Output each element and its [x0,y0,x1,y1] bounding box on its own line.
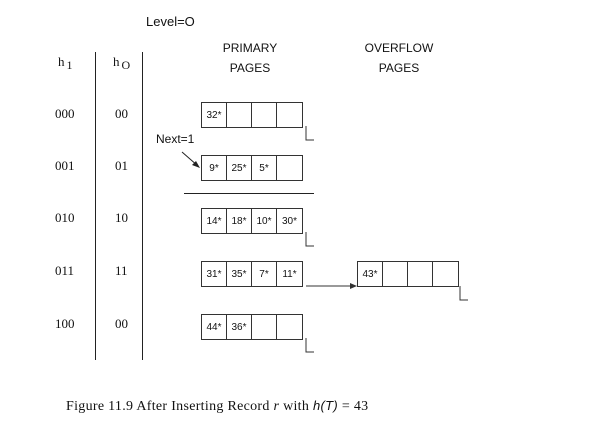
h0-value: 00 [115,106,128,121]
h0-divider-line [142,52,143,360]
h1-value: 011 [55,263,75,278]
bucket-slot: 14* [202,209,227,233]
h1-value: 001 [55,158,75,173]
bucket-slot: 31* [202,262,227,286]
h0-value: 01 [115,158,128,173]
bucket-slot [277,103,302,127]
bucket-slot: 44* [202,315,227,339]
bucket-slot: 18* [227,209,252,233]
bucket-slot [408,262,433,286]
primary-bucket-010: 14* 18* 10* 30* [201,208,303,234]
bucket-slot: 32* [202,103,227,127]
primary-bucket-001: 9* 25* 5* [201,155,303,181]
primary-bucket-000: 32* [201,102,303,128]
figure-caption: Figure 11.9 After Inserting Record r wit… [66,398,369,414]
next-pointer-arrow-icon [181,151,200,168]
primary-pages-header: PRIMARY PAGES [222,41,278,75]
bucket-slot: 11* [282,268,297,280]
next-pointer-label: Next=1 [156,132,195,146]
bucket-slot [252,315,277,339]
h1-divider-line [95,52,96,360]
bucket-slot: 30* [281,215,297,227]
bucket-slot: 5* [252,156,277,180]
primary-bucket-011: 31* 35* 7* 11* [201,261,303,287]
h1-value: 010 [55,210,75,225]
bucket-slot [252,103,277,127]
h0-value: 11 [115,263,128,278]
h1-value: 100 [55,316,75,331]
bucket-slot [277,315,302,339]
bucket-slot [227,103,252,127]
bucket-slot: 35* [227,262,252,286]
bucket-slot: 43* [358,262,383,286]
bucket-slot: 36* [227,315,252,339]
h1-value: 000 [55,106,75,121]
level-label: Level=O [146,14,195,29]
overflow-bucket-011: 43* [357,261,459,287]
bucket-slot: 10* [252,209,277,233]
overflow-link-arrow-icon [306,283,468,301]
primary-bucket-100: 44* 36* [201,314,303,340]
bucket-slot: 7* [252,262,277,286]
h0-value: 10 [115,210,128,225]
split-boundary-line [184,193,314,194]
overflow-pages-header: OVERFLOW PAGES [364,41,434,75]
bucket-slot: 9* [202,156,227,180]
bucket-slot [383,262,408,286]
bucket-slot [277,156,302,180]
h0-value: 00 [115,316,128,331]
overflow-null-markers [305,126,314,353]
bucket-slot: 25* [227,156,252,180]
